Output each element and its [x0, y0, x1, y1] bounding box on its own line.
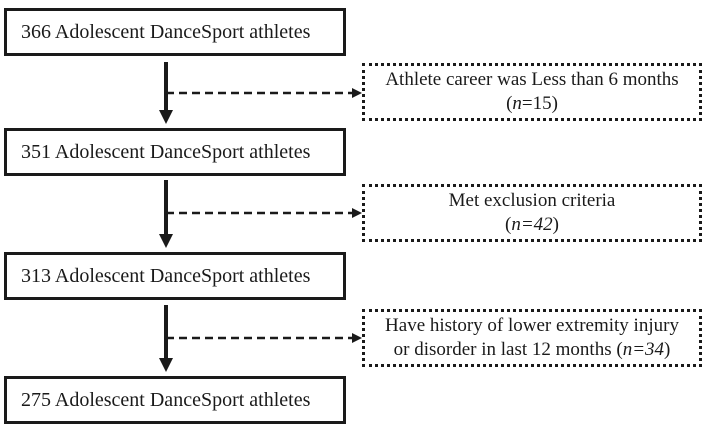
exclusion-text-2: Met exclusion criteria [448, 190, 616, 211]
exclusion-count-2-open: ( [505, 214, 512, 235]
exclusion-count-2: (n=42) [505, 213, 559, 237]
flow-arrowhead-1 [159, 110, 173, 124]
exclusion-count-1-var: n [512, 93, 522, 114]
flow-arrowhead-3 [159, 358, 173, 372]
exclusion-arrowhead-3 [352, 333, 362, 343]
stage-box-2: 351 Adolescent DanceSport athletes [4, 128, 346, 176]
exclusion-box-1: Athlete career was Less than 6 months (n… [362, 63, 702, 121]
exclusion-text-1: Athlete career was Less than 6 months [385, 69, 679, 90]
stage-label-1: 366 Adolescent DanceSport athletes [21, 20, 311, 43]
stage-box-1: 366 Adolescent DanceSport athletes [4, 8, 346, 56]
flow-arrowhead-2 [159, 234, 173, 248]
exclusion-count-2-var: n=42 [511, 214, 553, 235]
exclusion-text-3: Have history of lower extremity injury [385, 315, 679, 336]
exclusion-arrowhead-2 [352, 208, 362, 218]
stage-label-3: 313 Adolescent DanceSport athletes [21, 264, 311, 287]
exclusion-arrowhead-1 [352, 88, 362, 98]
exclusion-count-3: or disorder in last 12 months (n=34) [394, 338, 671, 362]
exclusion-box-2: Met exclusion criteria (n=42) [362, 184, 702, 242]
exclusion-count-3-close: ) [664, 339, 671, 360]
stage-label-2: 351 Adolescent DanceSport athletes [21, 140, 311, 163]
exclusion-count-1-value: =15) [521, 93, 558, 114]
exclusion-text-3b: or disorder in last 12 months ( [393, 339, 623, 360]
stage-box-3: 313 Adolescent DanceSport athletes [4, 252, 346, 300]
exclusion-count-1-open: ( [506, 93, 513, 114]
stage-label-4: 275 Adolescent DanceSport athletes [21, 388, 311, 411]
exclusion-count-3-var: n=34 [622, 339, 665, 360]
exclusion-box-3: Have history of lower extremity injury o… [362, 309, 702, 367]
exclusion-count-1: (n=15) [506, 92, 558, 116]
exclusion-count-2-close: ) [552, 214, 559, 235]
stage-box-4: 275 Adolescent DanceSport athletes [4, 376, 346, 424]
